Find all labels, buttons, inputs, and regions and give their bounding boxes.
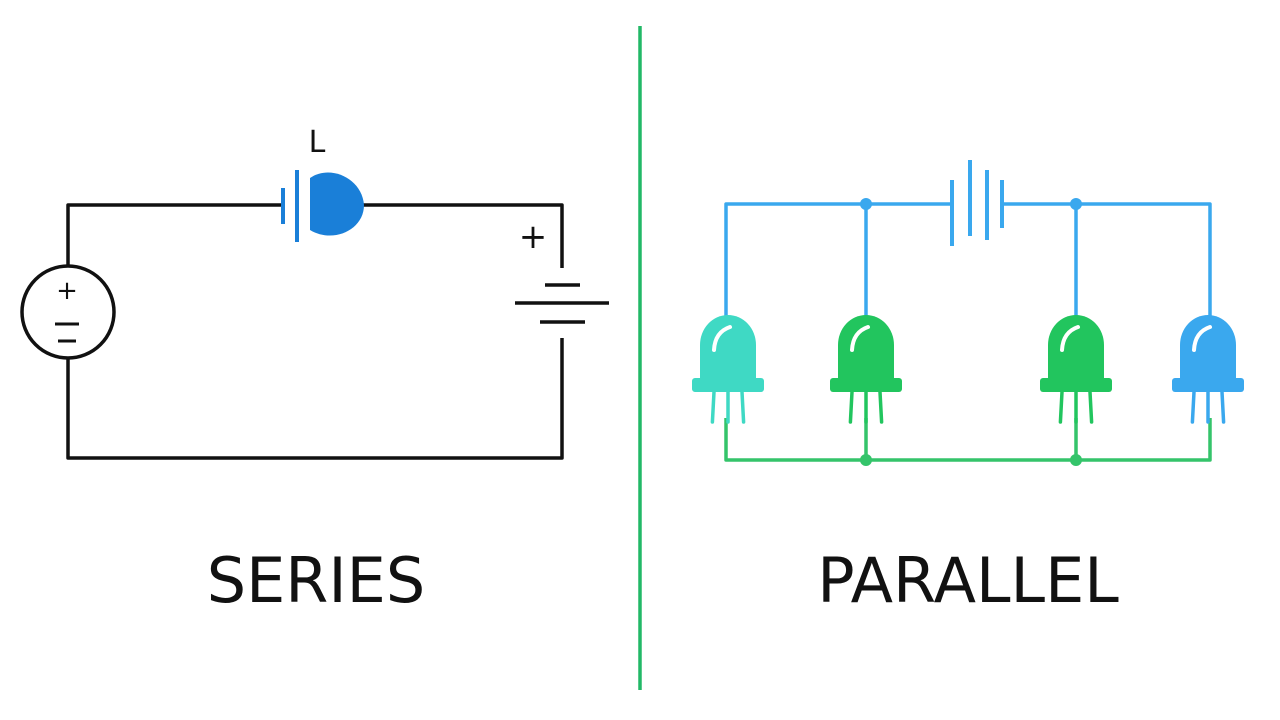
series-caption: SERIES: [207, 544, 425, 617]
series-lamp: L: [281, 125, 364, 242]
series-circuit: + L + SERIES: [20, 125, 609, 617]
parallel-caption: PARALLEL: [817, 544, 1119, 617]
voltage-source: +: [20, 264, 116, 360]
lamp-label: L: [309, 125, 326, 160]
led-icon: [692, 315, 764, 424]
junction-dot: [1070, 198, 1082, 210]
led-group: [692, 315, 1244, 424]
junction-dot: [1070, 454, 1082, 466]
junction-dot: [860, 454, 872, 466]
battery-plus-sign: +: [519, 217, 548, 257]
parallel-top-wire: [724, 202, 1212, 318]
junction-dot: [860, 198, 872, 210]
series-wire: [66, 203, 564, 460]
parallel-circuit: PARALLEL: [692, 160, 1244, 617]
led-icon: [830, 315, 902, 424]
source-plus-sign: +: [56, 276, 78, 306]
lamp-bulb-icon: [310, 172, 364, 236]
parallel-bottom-wire: [724, 418, 1212, 462]
led-icon: [1040, 315, 1112, 424]
parallel-battery: [950, 160, 1004, 246]
led-icon: [1172, 315, 1244, 424]
series-battery: +: [515, 217, 609, 324]
